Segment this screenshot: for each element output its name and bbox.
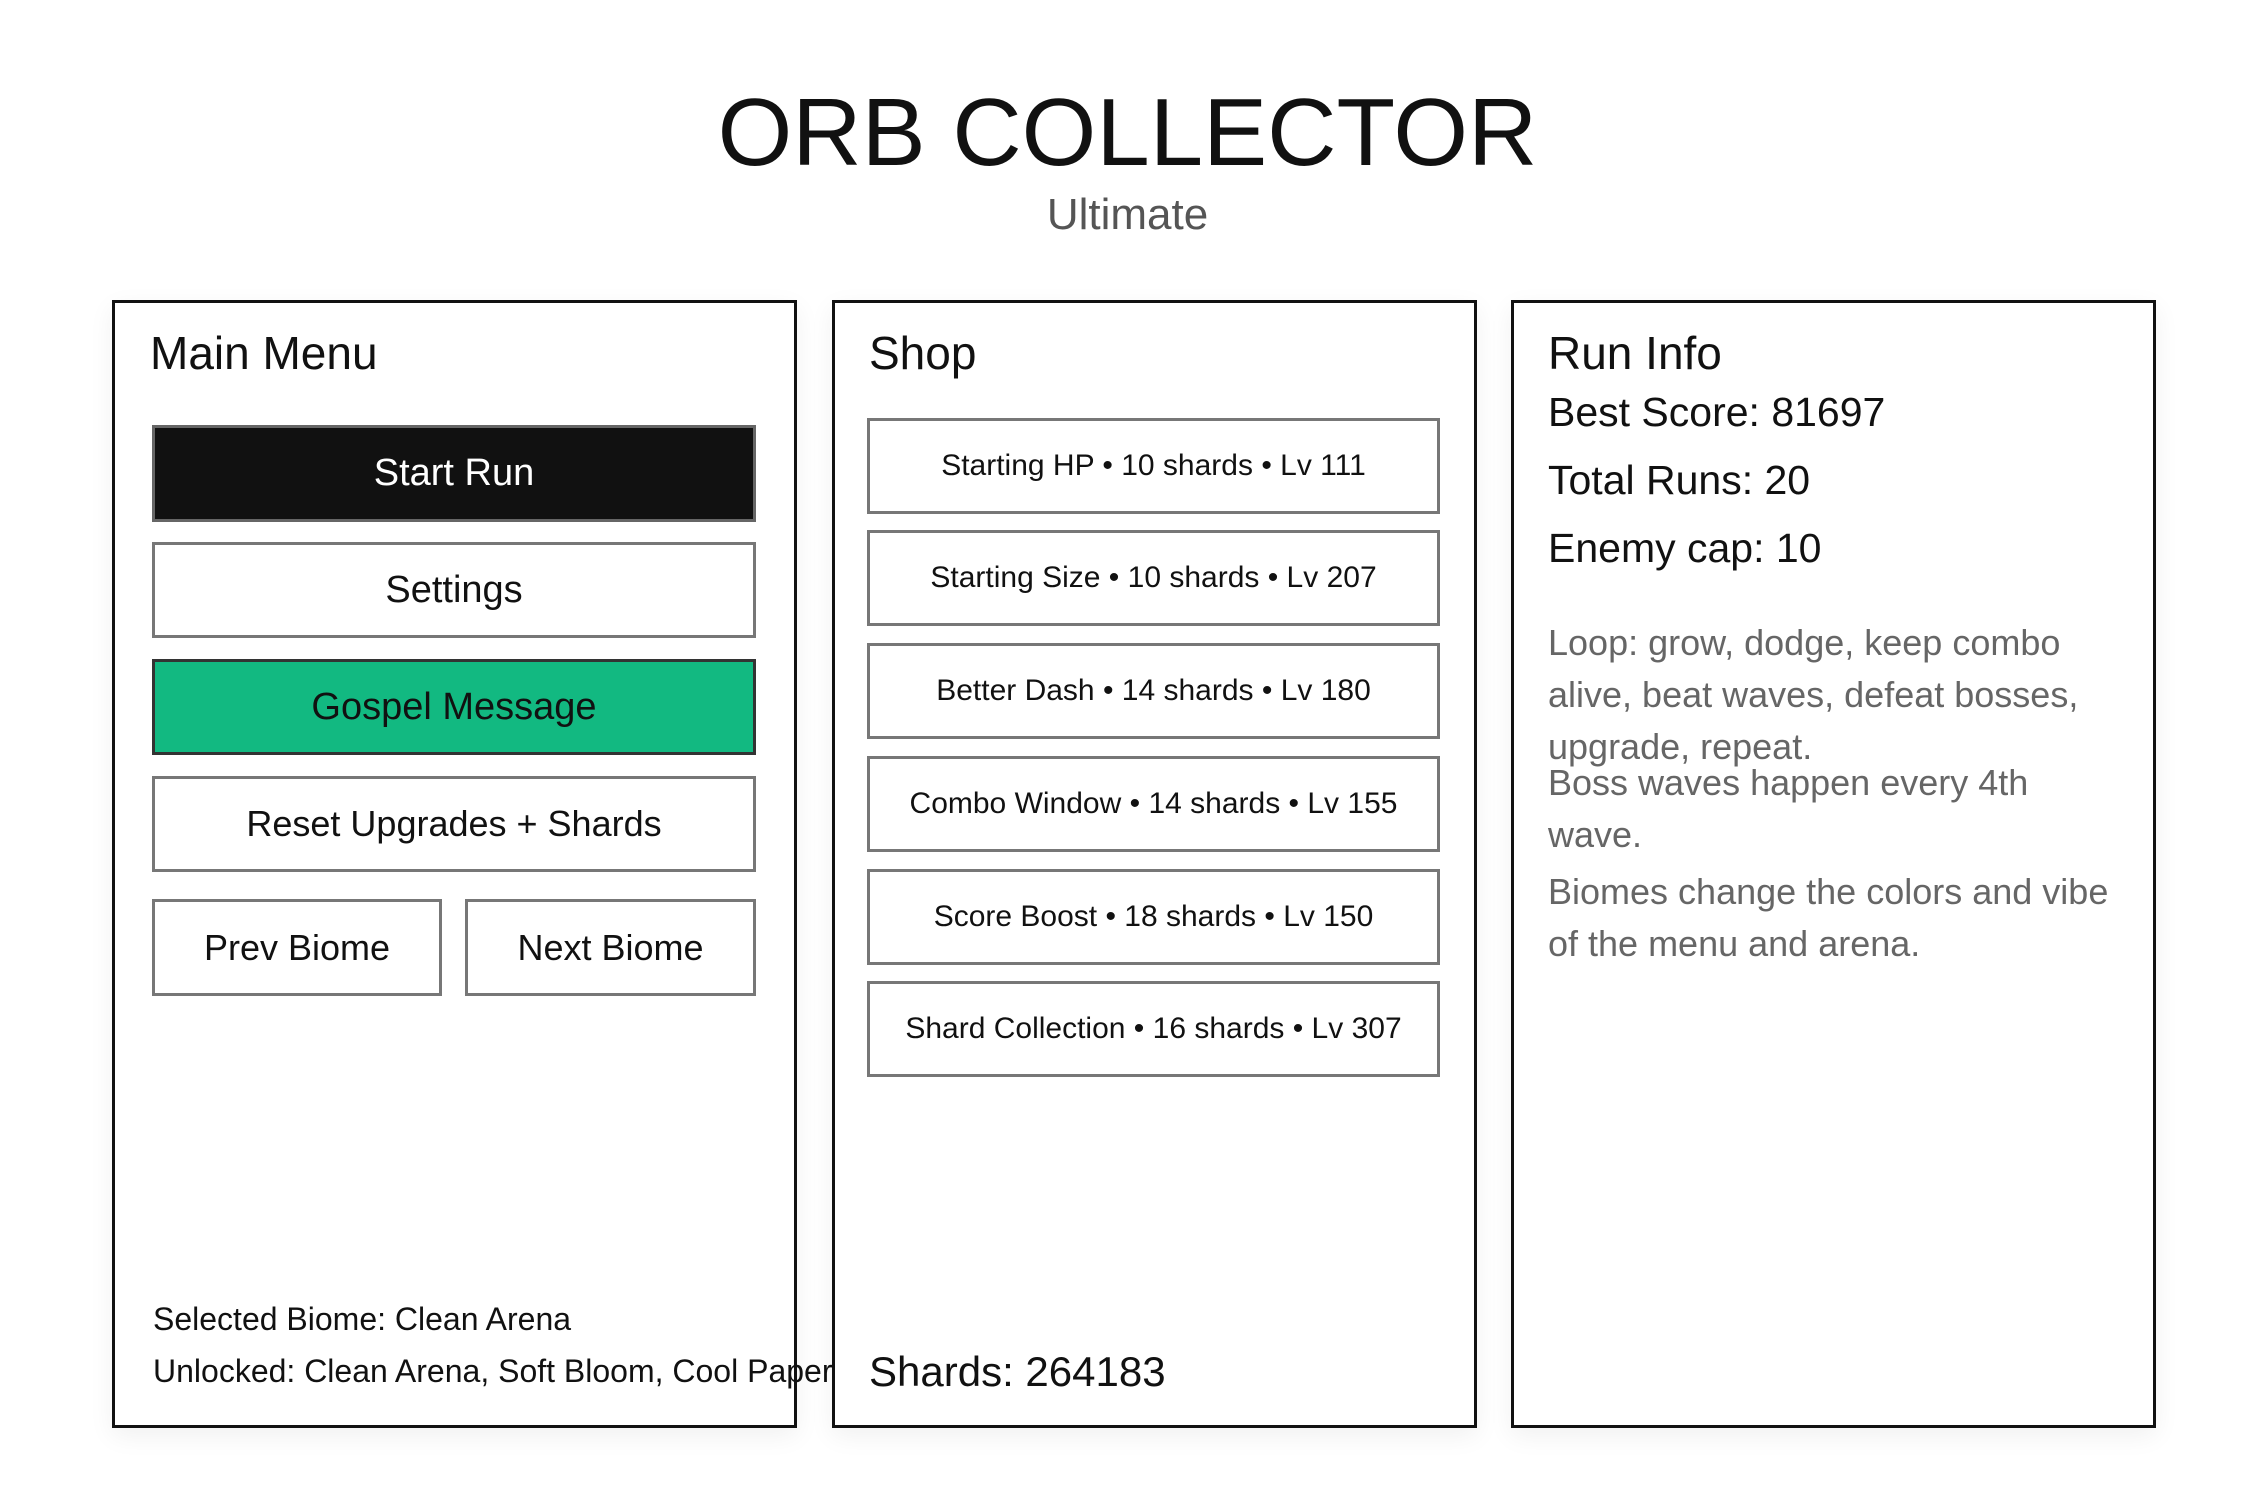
enemy-cap: Enemy cap: 10 (1548, 525, 1822, 571)
best-score: Best Score: 81697 (1548, 389, 1886, 435)
shop-item-better-dash[interactable]: Better Dash • 14 shards • Lv 180 (867, 643, 1440, 739)
game-subtitle: Ultimate (1046, 190, 1209, 239)
shop-item-starting-hp[interactable]: Starting HP • 10 shards • Lv 111 (867, 418, 1440, 514)
biome-description: Biomes change the colors and vibe of the… (1548, 871, 2109, 964)
gospel-message-button[interactable]: Gospel Message (152, 659, 756, 755)
start-run-button[interactable]: Start Run (152, 425, 756, 522)
total-runs: Total Runs: 20 (1548, 457, 1811, 503)
game-title: ORB COLLECTOR (717, 79, 1538, 186)
boss-wave-description: Boss waves happen every 4th wave. (1548, 762, 2029, 855)
shop-item-score-boost[interactable]: Score Boost • 18 shards • Lv 150 (867, 869, 1440, 965)
settings-button[interactable]: Settings (152, 542, 756, 638)
shards-count: Shards: 264183 (869, 1348, 1166, 1395)
main-menu-title: Main Menu (150, 327, 378, 379)
prev-biome-button[interactable]: Prev Biome (152, 899, 442, 996)
shop-item-shard-collection[interactable]: Shard Collection • 16 shards • Lv 307 (867, 981, 1440, 1077)
shop-item-combo-window[interactable]: Combo Window • 14 shards • Lv 155 (867, 756, 1440, 852)
next-biome-button[interactable]: Next Biome (465, 899, 756, 996)
loop-description: Loop: grow, dodge, keep combo alive, bea… (1548, 622, 2079, 767)
selected-biome-text: Selected Biome: Clean Arena (153, 1301, 572, 1337)
shop-title: Shop (869, 327, 977, 379)
reset-upgrades-button[interactable]: Reset Upgrades + Shards (152, 776, 756, 872)
shop-item-starting-size[interactable]: Starting Size • 10 shards • Lv 207 (867, 530, 1440, 626)
run-info-title: Run Info (1548, 327, 1722, 379)
run-info-panel (1511, 300, 2156, 1428)
unlocked-biomes-text: Unlocked: Clean Arena, Soft Bloom, Cool … (153, 1353, 833, 1389)
